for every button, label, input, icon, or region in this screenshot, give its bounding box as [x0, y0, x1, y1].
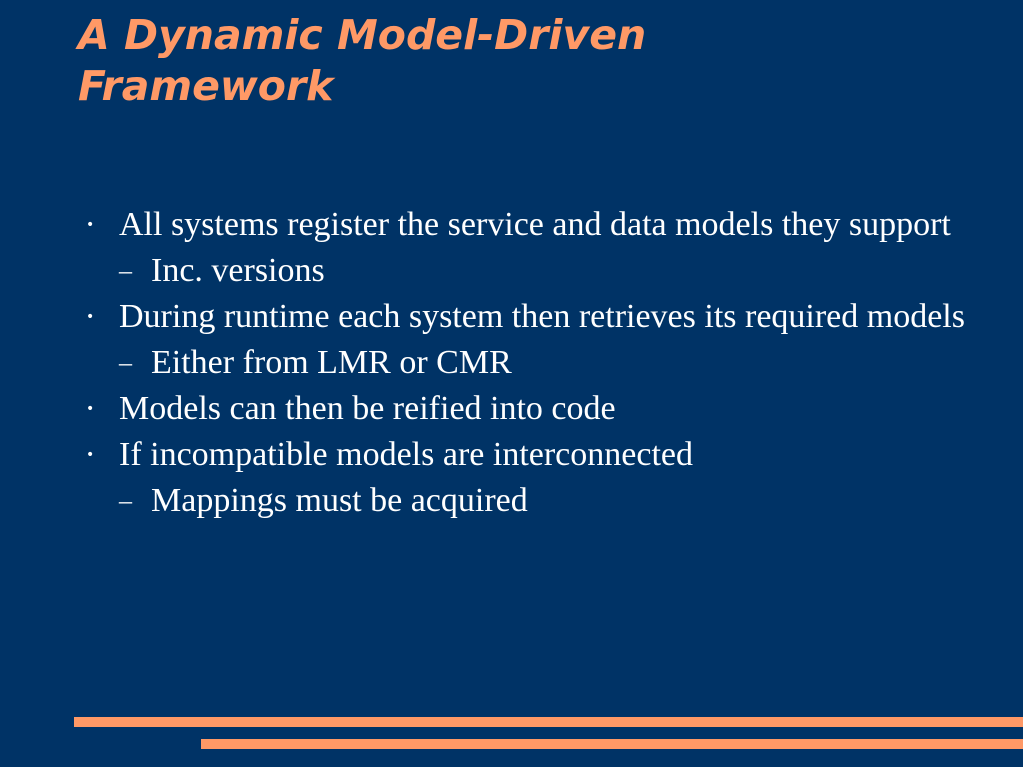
bullet-dot-icon: •	[86, 217, 95, 233]
sub-bullet-text: Either from LMR or CMR	[151, 344, 512, 381]
dash-icon: –	[119, 486, 132, 515]
bullet-list: • All systems register the service and d…	[86, 202, 986, 524]
slide-title: A Dynamic Model-Driven Framework	[78, 10, 978, 112]
bullet-text: During runtime each system then retrieve…	[119, 298, 965, 335]
slide-title-line-2: Framework	[78, 62, 334, 110]
bullet-text: All systems register the service and dat…	[119, 206, 951, 243]
sub-bullet-item: – Either from LMR or CMR	[86, 340, 986, 386]
sub-bullet-item: – Inc. versions	[86, 248, 986, 294]
decorative-rule-top	[74, 717, 1023, 727]
bullet-item: • If incompatible models are interconnec…	[86, 432, 986, 478]
dash-icon: –	[119, 256, 132, 285]
bullet-dot-icon: •	[86, 447, 95, 463]
bullet-item: • Models can then be reified into code	[86, 386, 986, 432]
bullet-item: • All systems register the service and d…	[86, 202, 986, 248]
bullet-dot-icon: •	[86, 401, 95, 417]
slide-title-line-1: A Dynamic Model-Driven	[78, 11, 647, 59]
dash-icon: –	[119, 348, 132, 377]
sub-bullet-text: Inc. versions	[151, 252, 325, 289]
bullet-text: Models can then be reified into code	[119, 390, 616, 427]
sub-bullet-item: – Mappings must be acquired	[86, 478, 986, 524]
bullet-text: If incompatible models are interconnecte…	[119, 436, 693, 473]
bullet-dot-icon: •	[86, 309, 95, 325]
decorative-rule-bottom	[201, 739, 1023, 749]
sub-bullet-text: Mappings must be acquired	[151, 482, 528, 519]
bullet-item: • During runtime each system then retrie…	[86, 294, 986, 340]
